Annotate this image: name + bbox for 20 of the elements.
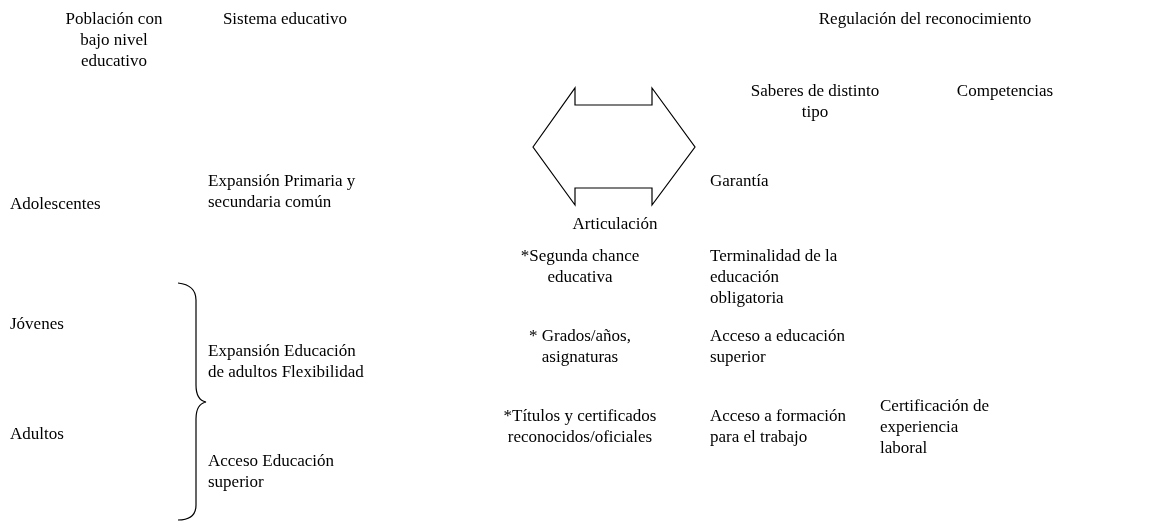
- cell-text: * Grados/años, asignaturas: [528, 325, 632, 367]
- cell-text: Acceso Educación superior: [208, 450, 336, 492]
- cell-text: *Títulos y certificados reconocidos/oficiales: [502, 405, 658, 447]
- cell-text: *Segunda chance educativa: [519, 245, 641, 287]
- column-heading: Población con bajo nivel educativo: [64, 8, 164, 71]
- column-subheading: Saberes de distinto tipo: [749, 80, 881, 122]
- arrow-label: Articulación: [571, 213, 659, 234]
- column-heading: Regulación del reconocimiento: [817, 8, 1033, 29]
- cell-text: Acceso a formación para el trabajo: [710, 405, 847, 447]
- row-label: Adolescentes: [10, 193, 102, 214]
- cell-text: Terminalidad de la educación obligatoria: [710, 245, 839, 308]
- cell-text: Expansión Primaria y secundaria común: [208, 170, 357, 212]
- cell-text: Acceso a educación superior: [710, 325, 846, 367]
- row-label: Adultos: [10, 423, 65, 444]
- column-heading: Sistema educativo: [221, 8, 349, 29]
- cell-text: Garantía: [710, 170, 770, 191]
- cell-text: Certificación de experiencia laboral: [880, 395, 991, 458]
- row-label: Jóvenes: [10, 313, 65, 334]
- cell-text: Expansión Educación de adultos Flexibilidad: [208, 340, 365, 382]
- column-subheading: Competencias: [955, 80, 1055, 101]
